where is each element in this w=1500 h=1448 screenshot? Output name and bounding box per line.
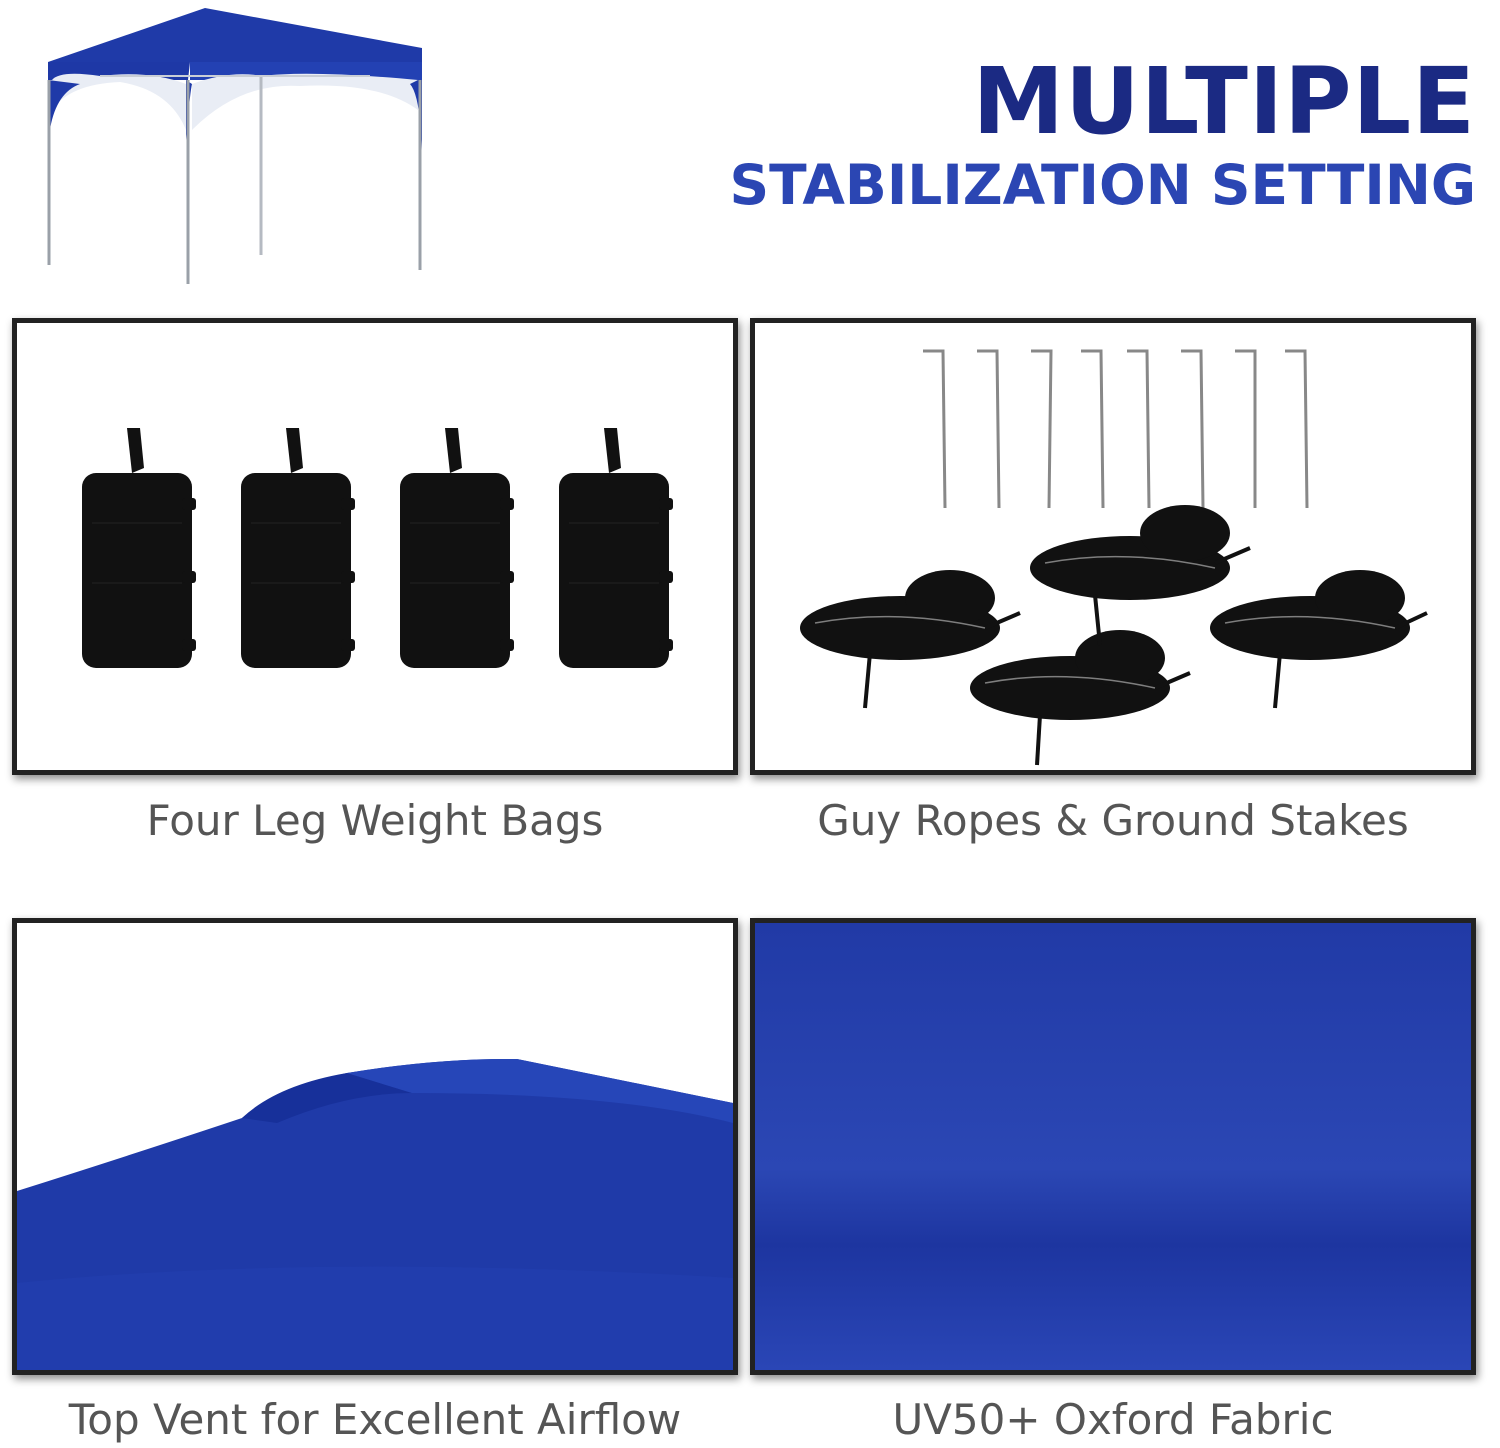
headline-multiple: MULTIPLE	[972, 48, 1476, 155]
headline-stabilization-setting: STABILIZATION SETTING	[729, 153, 1476, 217]
caption-weight-bags: Four Leg Weight Bags	[146, 796, 604, 845]
canopy-tent-icon	[40, 0, 430, 290]
weight-bags-panel	[12, 318, 738, 775]
caption-ropes-stakes: Guy Ropes & Ground Stakes	[817, 796, 1409, 845]
top-vent-icon	[17, 923, 733, 1370]
caption-oxford-fabric: UV50+ Oxford Fabric	[892, 1395, 1334, 1444]
weight-bags-icon	[82, 428, 673, 668]
oxford-fabric-panel	[750, 918, 1476, 1375]
oxford-fabric-icon	[755, 923, 1471, 1370]
ropes-stakes-panel	[750, 318, 1476, 775]
caption-top-vent: Top Vent for Excellent Airflow	[68, 1395, 682, 1444]
top-vent-panel	[12, 918, 738, 1375]
ropes-stakes-icon	[800, 349, 1428, 766]
